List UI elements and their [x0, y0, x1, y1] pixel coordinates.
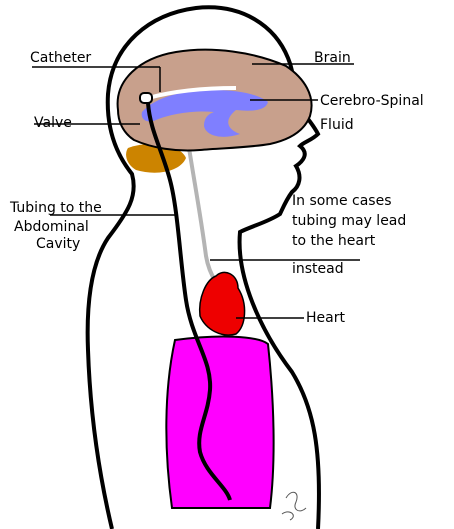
intestine-doodle	[282, 492, 306, 520]
label-alt-line4: instead	[292, 261, 344, 277]
label-alt-line2: tubing may lead	[292, 213, 406, 229]
label-heart: Heart	[306, 310, 345, 326]
heart	[200, 272, 245, 335]
label-tubing-line3: Cavity	[36, 236, 80, 252]
label-tubing-line1: Tubing to the	[9, 200, 102, 216]
label-csf-line2: Fluid	[320, 117, 354, 133]
label-valve: Valve	[34, 115, 72, 131]
label-brain: Brain	[314, 50, 351, 66]
label-catheter: Catheter	[30, 50, 91, 66]
valve	[140, 93, 152, 103]
label-alt-line3: to the heart	[292, 233, 376, 249]
label-tubing-line2: Abdominal	[14, 219, 89, 235]
label-csf-line1: Cerebro-Spinal	[320, 93, 424, 109]
label-alt-line1: In some cases	[292, 193, 392, 209]
